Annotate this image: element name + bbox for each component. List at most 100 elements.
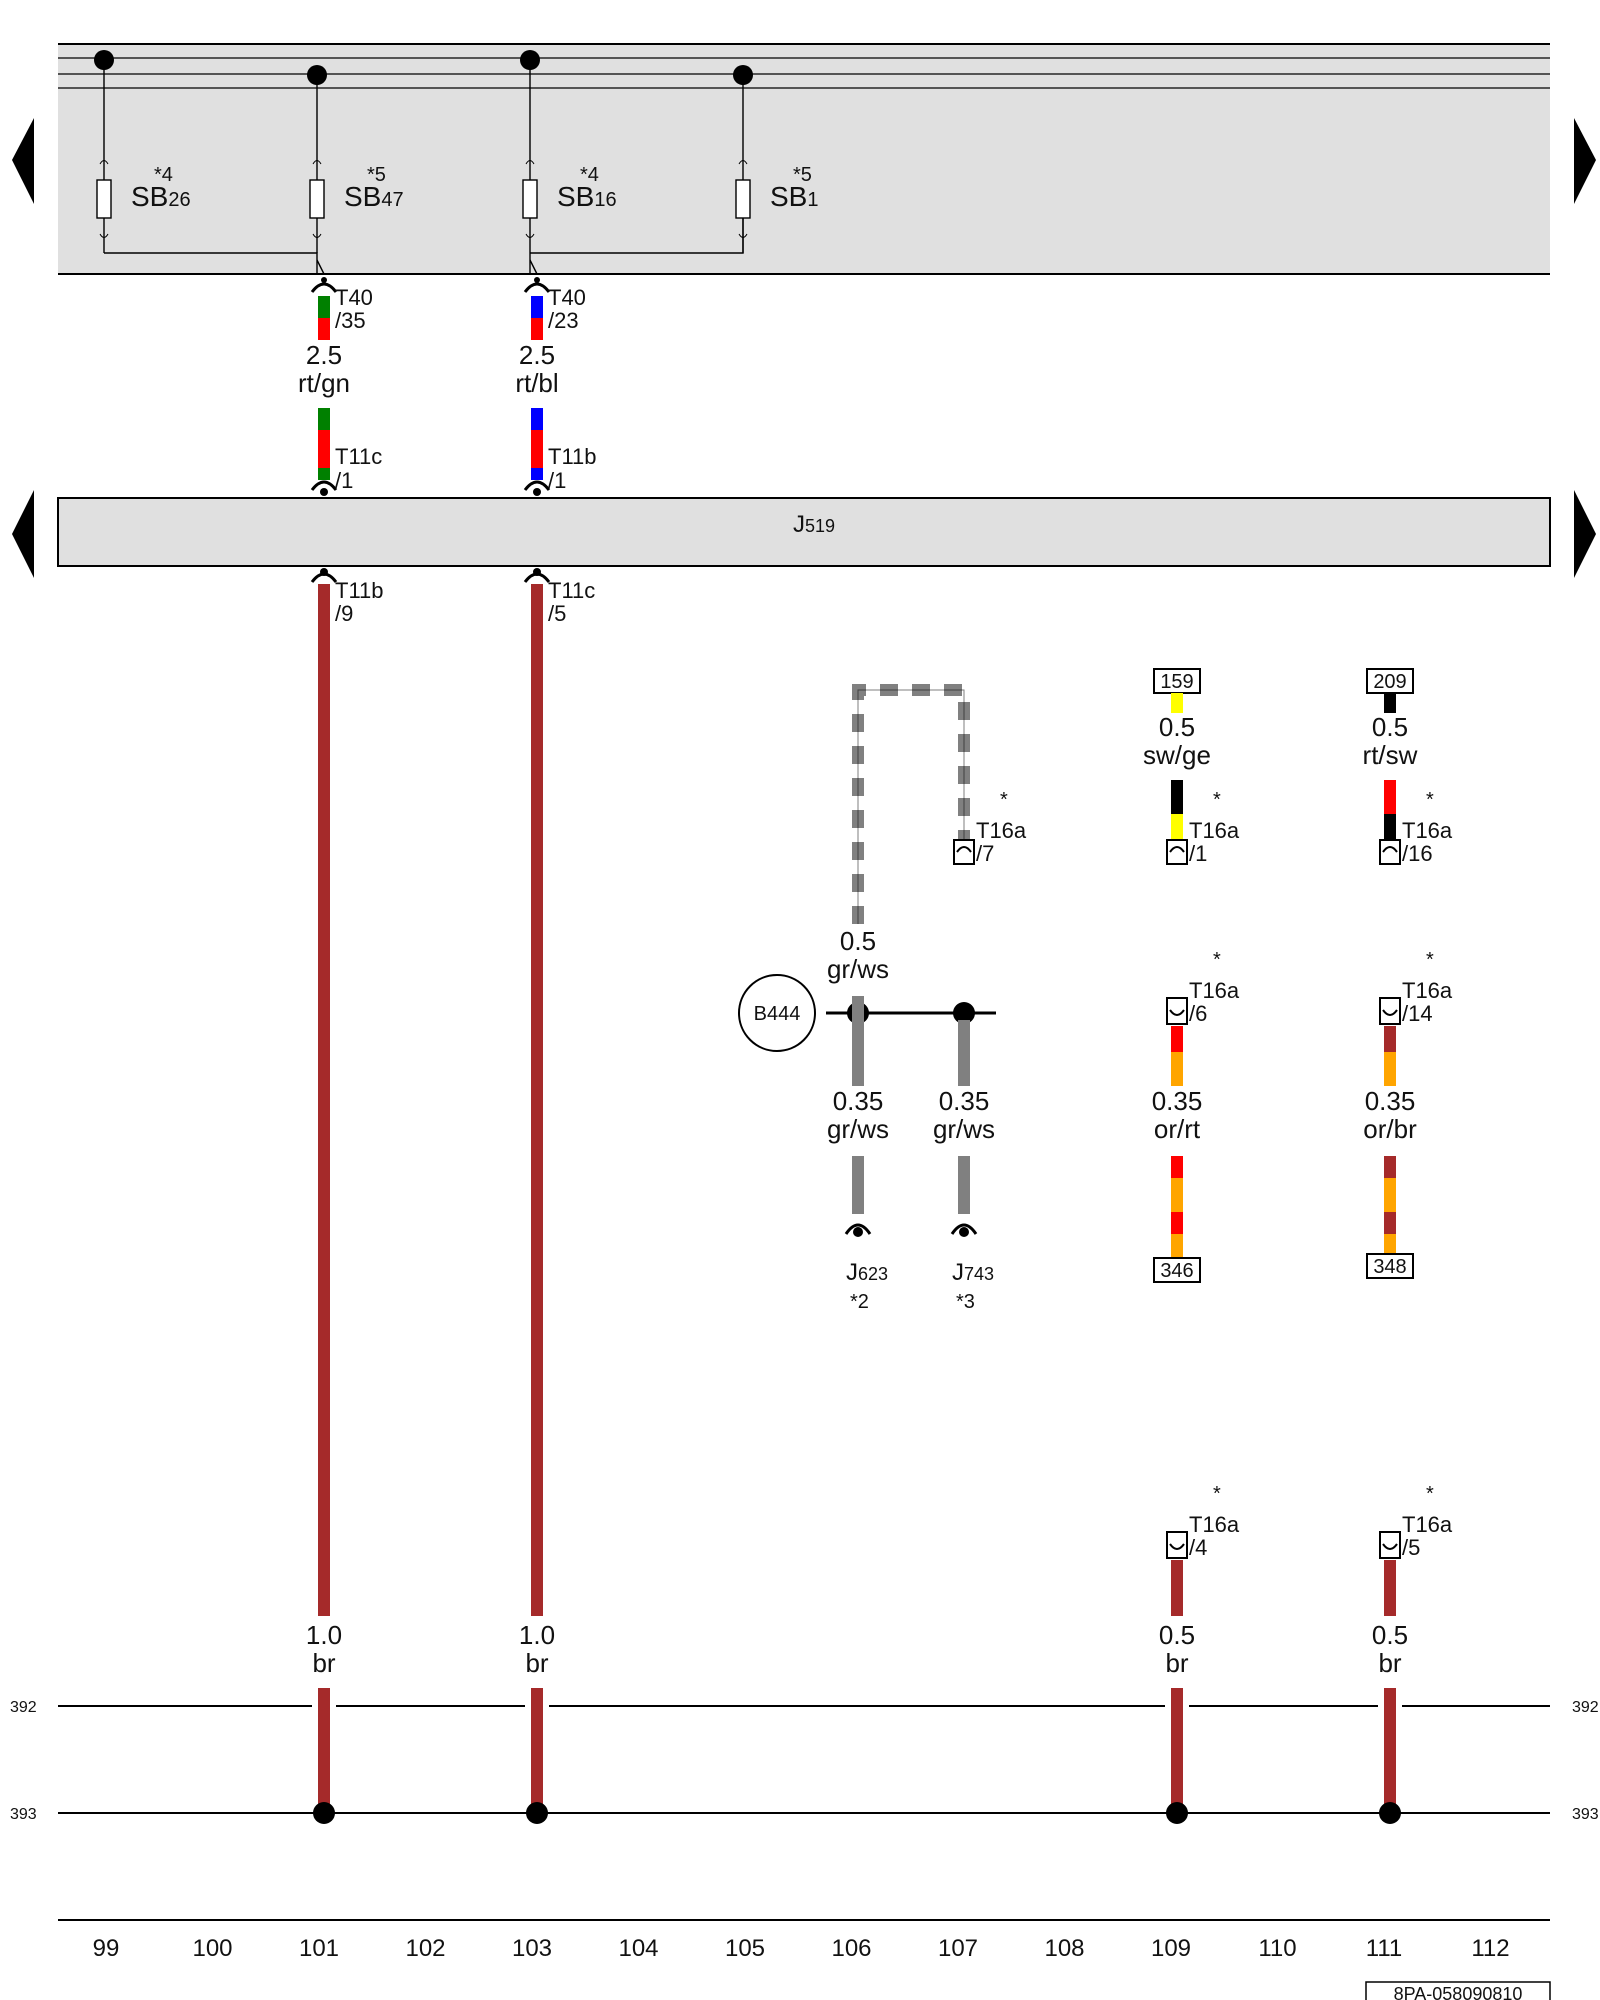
- connector-t11-lower-icon: [310, 568, 551, 583]
- axis-number: 99: [93, 1935, 120, 1962]
- module-j519: [57, 497, 1551, 567]
- connector-label: T40: [548, 285, 586, 310]
- wire-size: 1.0: [306, 1620, 342, 1650]
- connector-t11-icon: [310, 480, 551, 496]
- connector-label: T16a: [1402, 1512, 1453, 1537]
- fuse-label: SB47: [344, 181, 404, 212]
- wire-color: or/rt: [1154, 1114, 1201, 1144]
- wire-size: 2.5: [519, 340, 555, 370]
- control-unit-note: *3: [956, 1291, 975, 1313]
- ground-wire: [1171, 1560, 1183, 1616]
- ground-wire: [318, 584, 330, 1616]
- t16a-star: *: [1426, 1483, 1434, 1505]
- wire-color: or/br: [1363, 1114, 1417, 1144]
- connector-t40-icon: [310, 277, 551, 293]
- page-prev-arrow-icon[interactable]: [12, 490, 34, 578]
- page-next-arrow-icon[interactable]: [1574, 118, 1596, 204]
- sensor-b444-icon: [738, 974, 816, 1052]
- connector-pin: /1: [548, 468, 566, 493]
- connector-pin: /35: [335, 308, 366, 333]
- fuse-sb16-icon: [522, 179, 538, 219]
- wire-size: 0.5: [840, 926, 876, 956]
- axis-number: 100: [192, 1935, 232, 1962]
- axis-number: 102: [405, 1935, 445, 1962]
- fuse-note: *5: [367, 164, 386, 186]
- wire-color: sw/ge: [1143, 740, 1211, 770]
- wire-color: gr/ws: [827, 1114, 889, 1144]
- connector-label: T16a: [976, 818, 1027, 843]
- wire-color: br: [1165, 1648, 1188, 1678]
- ground-wire: [531, 584, 543, 1616]
- axis-number: 104: [618, 1935, 658, 1962]
- connector-label: T11c: [548, 578, 595, 603]
- rail-number: 392: [1572, 1699, 1599, 1716]
- connector-label: T40: [335, 285, 373, 310]
- fuse-note: *4: [154, 164, 173, 186]
- connector-pin: /1: [1189, 841, 1207, 866]
- wire-color: gr/ws: [933, 1114, 995, 1144]
- t16a-star: *: [1000, 789, 1008, 811]
- wire-size: 1.0: [519, 1620, 555, 1650]
- wire-color: br: [525, 1648, 548, 1678]
- wire-color: rt/sw: [1363, 740, 1418, 770]
- wire-size: 0.5: [1159, 1620, 1195, 1650]
- connector-label: T16a: [1402, 978, 1453, 1003]
- doc-id-box: [1365, 1981, 1551, 2000]
- wire-size: 0.5: [1372, 712, 1408, 742]
- wire-size: 0.35: [1152, 1086, 1203, 1116]
- wire-size: 0.35: [939, 1086, 990, 1116]
- fuse-label: SB26: [131, 181, 191, 212]
- fuse-sb1-icon: [735, 179, 751, 219]
- fuse-note: *5: [793, 164, 812, 186]
- connector-pin: /1: [335, 468, 353, 493]
- ref-box: 209: [1373, 671, 1406, 693]
- axis-number: 111: [1366, 1935, 1402, 1962]
- axis-number: 106: [831, 1935, 871, 1962]
- connector-label: T16a: [1189, 978, 1240, 1003]
- connector-label: T16a: [1402, 818, 1453, 843]
- rail-number: 393: [10, 1806, 37, 1823]
- ref-box: 348: [1373, 1256, 1406, 1278]
- t16a-star: *: [1426, 789, 1434, 811]
- axis-number: 103: [512, 1935, 552, 1962]
- axis-number: 108: [1044, 1935, 1084, 1962]
- rail-number: 393: [1572, 1806, 1599, 1823]
- t16a-star: *: [1213, 789, 1221, 811]
- wire-color: br: [1378, 1648, 1401, 1678]
- connector-pin: /5: [1402, 1535, 1420, 1560]
- sensor-wire-loop: [852, 684, 970, 924]
- t16a-star: *: [1426, 949, 1434, 971]
- wire-color: br: [312, 1648, 335, 1678]
- axis-number: 109: [1151, 1935, 1191, 1962]
- doc-id: 8PA-058090810: [1394, 1984, 1523, 2000]
- axis-number: 101: [299, 1935, 339, 1962]
- connector-pin: /5: [548, 601, 566, 626]
- page-next-arrow-icon[interactable]: [1574, 490, 1596, 578]
- connector-pin: /14: [1402, 1001, 1433, 1026]
- connector-label: T16a: [1189, 1512, 1240, 1537]
- control-unit-label: J743: [952, 1259, 994, 1286]
- fuse-label: SB16: [557, 181, 617, 212]
- axis-number: 107: [938, 1935, 978, 1962]
- axis-number: 105: [725, 1935, 765, 1962]
- connector-label: T11c: [335, 444, 382, 469]
- axis-number: 112: [1471, 1935, 1509, 1962]
- page-prev-arrow-icon[interactable]: [12, 118, 34, 204]
- wire-size: 2.5: [306, 340, 342, 370]
- connector-pin: /23: [548, 308, 579, 333]
- ref-box: 346: [1160, 1260, 1193, 1282]
- wire-color: gr/ws: [827, 954, 889, 984]
- connector-pin: /16: [1402, 841, 1433, 866]
- wire-size: 0.35: [833, 1086, 884, 1116]
- sensor-label: B444: [754, 1003, 801, 1025]
- wire-size: 0.5: [1159, 712, 1195, 742]
- connector-label: T11b: [548, 444, 597, 469]
- fuse-panel: [58, 44, 1550, 274]
- wire-size: 0.5: [1372, 1620, 1408, 1650]
- fuse-label: SB1: [770, 181, 818, 212]
- wire-color: rt/gn: [298, 368, 350, 398]
- connector-pin: /9: [335, 601, 353, 626]
- connector-pin: /7: [976, 841, 994, 866]
- rail-number: 392: [10, 1699, 37, 1716]
